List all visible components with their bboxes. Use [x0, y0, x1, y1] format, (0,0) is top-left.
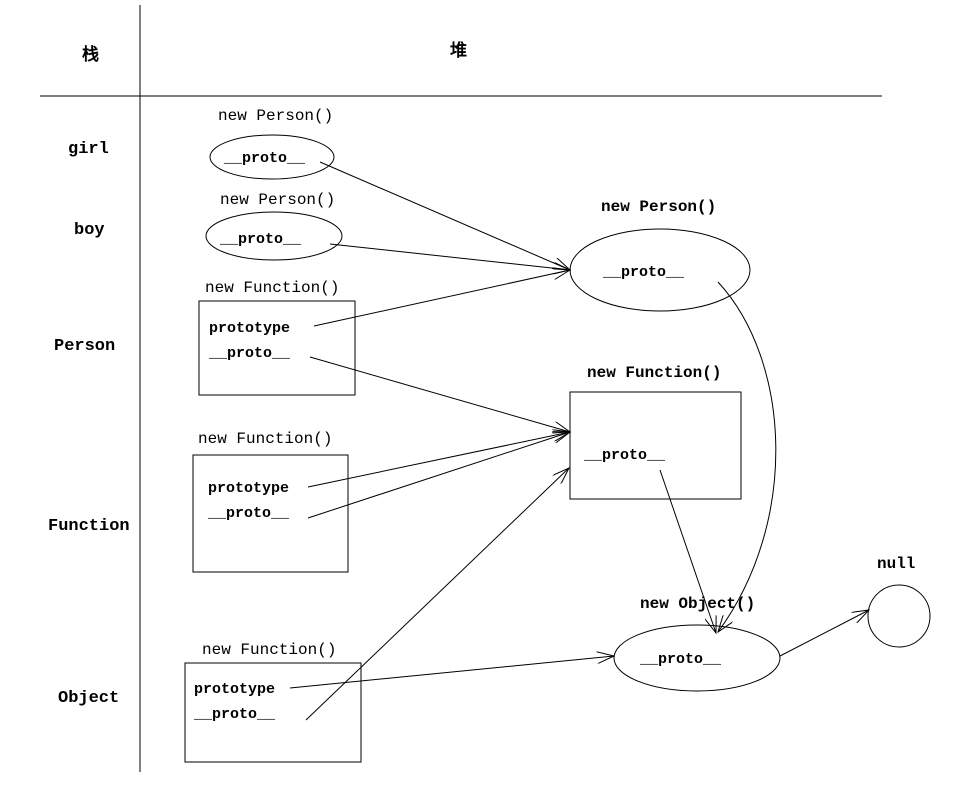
- function-function-caption: new Function(): [198, 430, 332, 448]
- null-node: null: [867, 555, 931, 648]
- function-prototype-proto-field: __proto__: [583, 447, 666, 464]
- girl-instance-ellipse: [209, 134, 335, 180]
- boy-instance-caption: new Person(): [220, 191, 335, 209]
- person-prototype-object: new Person() __proto__: [569, 198, 751, 312]
- stack-var-object: Object: [58, 689, 119, 708]
- heap-header: 堆: [450, 40, 467, 61]
- object-prototype-proto-field: __proto__: [639, 651, 722, 668]
- function-prototype-object: new Function() __proto__: [569, 364, 742, 500]
- function-function-box: [192, 454, 349, 573]
- edge-object-prototype-to-object-prototype-object: [289, 656, 614, 689]
- null-circle: [867, 584, 931, 648]
- stack-var-boy: boy: [74, 221, 105, 240]
- person-proto-field: __proto__: [208, 345, 291, 362]
- boy-proto-field: __proto__: [219, 231, 302, 248]
- person-prototype-caption: new Person(): [601, 198, 716, 216]
- edge-person-prototype-proto-to-object-prototype: [718, 281, 777, 632]
- edge-object-prototype-proto-to-null: [779, 610, 869, 657]
- object-prototype-object: new Object() __proto__: [613, 595, 781, 692]
- function-prototype-field: prototype: [208, 480, 289, 497]
- object-function-box: [184, 662, 362, 763]
- edge-function-proto-to-function-prototype-object: [307, 432, 570, 519]
- null-caption: null: [877, 555, 915, 573]
- person-function-object: new Function() prototype __proto__: [198, 279, 356, 396]
- edge-function-prototype-to-function-prototype-object: [307, 432, 570, 488]
- girl-instance-caption: new Person(): [218, 107, 333, 125]
- person-function-caption: new Function(): [205, 279, 339, 297]
- edge-girl-proto-to-person-prototype: [319, 161, 570, 270]
- object-function-object: new Function() prototype __proto__: [184, 641, 362, 763]
- object-prototype-caption: new Object(): [640, 595, 755, 613]
- function-function-object: new Function() prototype __proto__: [192, 430, 349, 573]
- stack-var-girl: girl: [68, 140, 109, 159]
- function-prototype-box: [569, 391, 742, 500]
- function-prototype-caption: new Function(): [587, 364, 721, 382]
- girl-instance: new Person() __proto__: [209, 107, 335, 180]
- edge-person-prototype-to-person-prototype-object: [313, 270, 570, 327]
- stack-var-function: Function: [48, 517, 130, 536]
- edge-boy-proto-to-person-prototype: [329, 243, 570, 270]
- object-function-caption: new Function(): [202, 641, 336, 659]
- edge-person-proto-to-function-prototype: [309, 356, 570, 432]
- function-proto-field: __proto__: [207, 505, 290, 522]
- boy-instance-ellipse: [205, 211, 343, 261]
- edge-object-proto-to-function-prototype: [305, 468, 569, 721]
- person-prototype-field: prototype: [209, 320, 290, 337]
- stack-header: 栈: [82, 44, 99, 65]
- girl-proto-field: __proto__: [223, 150, 306, 167]
- boy-instance: new Person() __proto__: [205, 191, 343, 261]
- person-prototype-proto-field: __proto__: [602, 264, 685, 281]
- object-proto-field: __proto__: [193, 706, 276, 723]
- edge-function-prototype-proto-to-object-prototype: [659, 469, 716, 633]
- object-prototype-field: prototype: [194, 681, 275, 698]
- person-function-box: [198, 300, 356, 396]
- stack-var-person: Person: [54, 337, 115, 356]
